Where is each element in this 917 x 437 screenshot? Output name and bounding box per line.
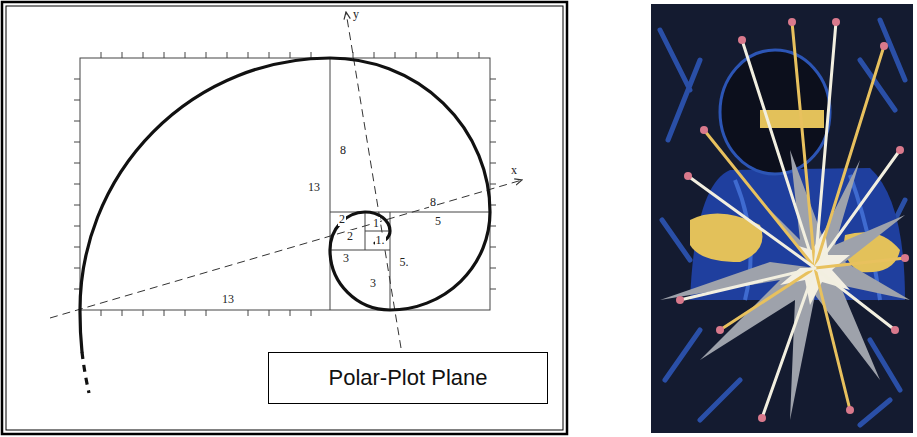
dimension-number: 3 <box>369 277 377 290</box>
dimension-number: 3 <box>342 252 350 265</box>
caption-text: Polar-Plot Plane <box>329 365 488 391</box>
dimension-number: 2 <box>338 213 346 226</box>
dimension-number: 1. <box>375 234 386 247</box>
dimension-number: 13 <box>307 181 321 194</box>
dimension-number: 1 <box>372 217 380 230</box>
inner-frame <box>6 6 563 430</box>
dimension-number: 8 <box>429 196 437 209</box>
outer-frame <box>2 2 567 434</box>
fibonacci-grid <box>80 58 490 310</box>
axis-label: y <box>352 8 360 21</box>
dimension-number: 8 <box>339 144 347 157</box>
spiral-continuation <box>82 352 89 393</box>
dimension-number: 13 <box>221 293 235 306</box>
caption-box: Polar-Plot Plane <box>268 352 548 404</box>
welder-artwork <box>651 4 913 433</box>
tick-marks <box>74 52 496 316</box>
dimension-number: 5. <box>399 256 410 269</box>
x-axis <box>50 180 522 318</box>
dimension-number: 5 <box>434 215 442 228</box>
axis-label: x <box>510 164 518 177</box>
golden-spiral <box>80 58 490 352</box>
dimension-number: 2 <box>346 230 354 243</box>
